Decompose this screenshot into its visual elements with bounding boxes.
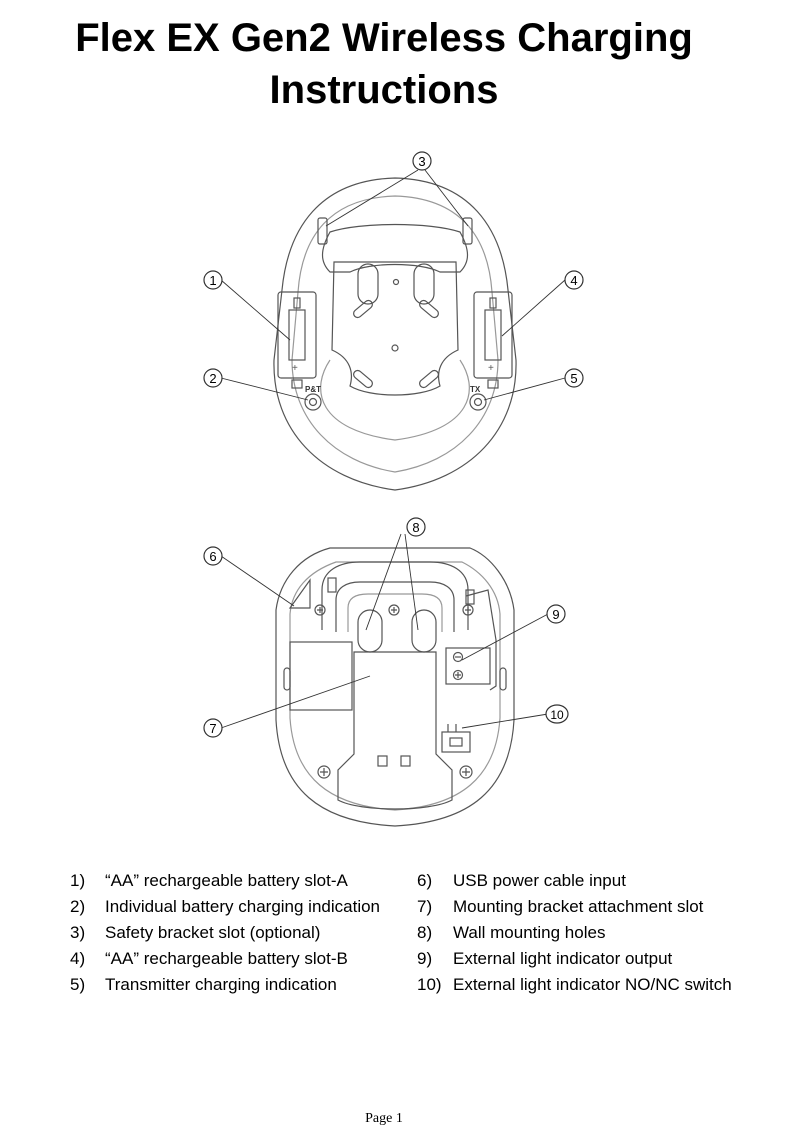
keyhole-left: [357, 263, 379, 305]
svg-text:10: 10: [550, 708, 564, 722]
svg-text:9: 9: [552, 607, 559, 622]
top-center-plate-lower: [320, 359, 470, 441]
handle-groove: [347, 593, 443, 632]
bracket-window-right: [400, 755, 411, 767]
indicator-tx-label: TX: [470, 385, 481, 394]
svg-text:7: 7: [209, 721, 216, 736]
side-slot-right: [465, 589, 475, 605]
screws: [314, 604, 474, 779]
callout-3: 3: [412, 151, 432, 171]
svg-text:+: +: [292, 363, 298, 374]
center-hole-top: [392, 278, 400, 286]
foot-1: [353, 299, 373, 319]
legend-item-7: 7)Mounting bracket attachment slot: [417, 897, 704, 916]
svg-text:4: 4: [570, 273, 577, 288]
indicator-pt: [304, 393, 322, 411]
bracket-slot-right: [462, 217, 473, 245]
usb-input: [288, 578, 311, 609]
document-title: Flex EX Gen2 Wireless Charging Instructi…: [0, 12, 768, 116]
legend-item-9: 9)External light indicator output: [417, 949, 673, 968]
keyhole-right: [413, 263, 435, 305]
callout-5: 5: [564, 368, 584, 388]
bottom-shell-outline: [275, 547, 515, 827]
indicator-pt-label: P&T: [305, 385, 321, 394]
bottom-leaders: [220, 533, 549, 729]
legend-item-2: 2)Individual battery charging indication: [70, 897, 381, 916]
page-number: Page 1: [365, 1111, 403, 1126]
bracket-window-left: [377, 755, 388, 767]
svg-text:1: 1: [209, 273, 216, 288]
side-slot-left: [327, 577, 337, 593]
side-grip-left: [283, 667, 291, 691]
callout-6: 6: [203, 546, 223, 566]
callout-2: 2: [203, 368, 223, 388]
indicator-tx: [469, 393, 487, 411]
bracket-slot: [337, 651, 453, 810]
legend-left-column: 1)“AA” rechargeable battery slot-A 2)Ind…: [70, 868, 380, 998]
foot-3: [353, 369, 373, 389]
foot-4: [419, 369, 439, 389]
callout-4: 4: [564, 270, 584, 290]
legend-right-column: 6)USB power cable input 7)Mounting brack…: [417, 868, 732, 998]
top-view-drawing: + + P&T TX: [273, 177, 517, 491]
svg-text:3: 3: [418, 154, 425, 169]
callout-10: 10: [545, 704, 569, 724]
terminal-block: [445, 589, 497, 691]
callout-9: 9: [546, 604, 566, 624]
svg-text:5: 5: [570, 371, 577, 386]
bracket-pad: [289, 641, 353, 711]
top-shell-inner-outline: [291, 195, 499, 473]
side-grip-right: [499, 667, 507, 691]
battery-slot-a: +: [277, 291, 317, 389]
svg-text:6: 6: [209, 549, 216, 564]
top-leaders: [220, 169, 566, 401]
svg-text:8: 8: [412, 520, 419, 535]
legend-item-1: 1)“AA” rechargeable battery slot-A: [70, 871, 348, 890]
legend-item-6: 6)USB power cable input: [417, 871, 626, 890]
svg-text:2: 2: [209, 371, 216, 386]
bracket-slot-left: [317, 217, 328, 245]
legend-item-3: 3)Safety bracket slot (optional): [70, 923, 321, 942]
title-line-1: Flex EX Gen2 Wireless Charging: [75, 16, 693, 60]
title-line-2: Instructions: [269, 68, 499, 112]
nonc-switch: [441, 724, 471, 753]
handle-outer: [321, 561, 469, 630]
legend-item-10: 10)External light indicator NO/NC switch: [417, 975, 732, 994]
bottom-view-drawing: [275, 547, 515, 827]
foot-2: [419, 299, 439, 319]
callout-7: 7: [203, 718, 223, 738]
top-center-plate: [331, 261, 459, 396]
center-hole-mid: [391, 344, 399, 352]
callout-8: 8: [406, 517, 426, 537]
svg-text:+: +: [488, 363, 494, 374]
handle-inner: [335, 581, 455, 632]
indicator-pt-led: [308, 397, 318, 407]
wall-hole-right: [411, 609, 437, 653]
top-shell-outline: [273, 177, 517, 491]
bottom-shell-inner: [289, 561, 501, 811]
indicator-tx-led: [473, 397, 483, 407]
legend-item-5: 5)Transmitter charging indication: [70, 975, 337, 994]
callout-1: 1: [203, 270, 223, 290]
legend-item-4: 4)“AA” rechargeable battery slot-B: [70, 949, 348, 968]
wall-hole-left: [357, 609, 383, 653]
battery-slot-b: +: [473, 291, 513, 389]
legend-item-8: 8)Wall mounting holes: [417, 923, 606, 942]
top-rim: [321, 223, 469, 273]
